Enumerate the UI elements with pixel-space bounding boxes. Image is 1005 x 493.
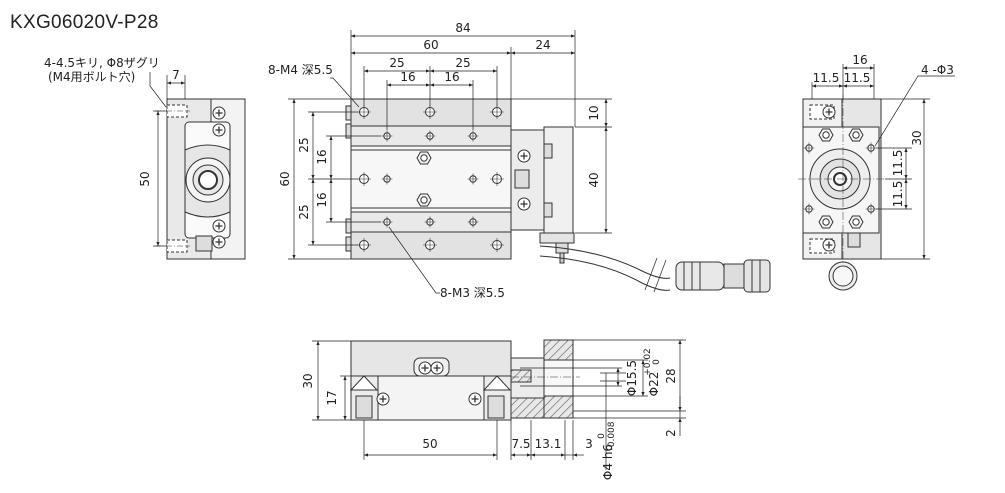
callout-m4-holes: 8-M4 深5.5 bbox=[268, 63, 333, 77]
callout-phi3-holes: 4 -Φ3 bbox=[921, 63, 954, 77]
right-screw-lower-icon bbox=[822, 238, 836, 252]
dim-top-16-lower: 16 bbox=[315, 192, 329, 207]
dim-top-25-upper: 25 bbox=[297, 137, 311, 152]
motor-cable bbox=[539, 245, 771, 293]
dim-front-13-1: 13.1 bbox=[535, 437, 562, 451]
dim-top-24: 24 bbox=[535, 38, 550, 52]
dim-top-60-vertical: 60 bbox=[278, 171, 292, 186]
front-screw-lower-right-icon bbox=[468, 392, 482, 406]
front-screw-lower-left-icon bbox=[376, 392, 390, 406]
dim-front-7-5: 7.5 bbox=[511, 437, 530, 451]
dim-front-30: 30 bbox=[301, 373, 315, 388]
dim-right-11-5-left: 11.5 bbox=[813, 71, 840, 85]
dim-left-50: 50 bbox=[138, 171, 152, 186]
left-screw-bottom-icon bbox=[212, 235, 226, 249]
right-hex-1-icon bbox=[818, 128, 834, 142]
callout-counterbore-line2: (M4用ボルト穴) bbox=[48, 69, 135, 84]
dim-top-84: 84 bbox=[455, 21, 470, 35]
dim-front-phi4-tol-upper: 0 bbox=[597, 433, 607, 439]
dim-top-25-right: 25 bbox=[455, 56, 470, 70]
dim-top-60: 60 bbox=[423, 38, 438, 52]
right-hex-4-icon bbox=[848, 215, 864, 229]
right-screw-upper-icon bbox=[822, 105, 836, 119]
dim-front-phi4: Φ4 h6 bbox=[601, 444, 615, 480]
dim-right-16: 16 bbox=[852, 53, 867, 67]
right-hex-3-icon bbox=[818, 215, 834, 229]
dim-front-28: 28 bbox=[664, 368, 678, 383]
top-view bbox=[345, 98, 575, 264]
callout-m3-holes: 8-M3 深5.5 bbox=[440, 286, 505, 300]
left-screw-upper-icon bbox=[212, 123, 226, 137]
left-screw-top-icon bbox=[212, 106, 226, 120]
dim-right-11-5-upper: 11.5 bbox=[891, 150, 905, 177]
callout-counterbore-line1: 4-4.5キリ, Φ8ザグリ bbox=[44, 56, 160, 70]
dim-left-7: 7 bbox=[172, 68, 180, 82]
front-view bbox=[349, 339, 580, 421]
left-side-view bbox=[155, 98, 246, 260]
dim-right-30: 30 bbox=[910, 130, 924, 145]
dim-front-phi4-tol-lower: -0.008 bbox=[607, 421, 617, 450]
right-hex-2-icon bbox=[848, 128, 864, 142]
dim-top-25-left: 25 bbox=[389, 56, 404, 70]
dim-front-phi22-tol-lower: 0 bbox=[652, 359, 662, 365]
dim-right-11-5-lower: 11.5 bbox=[891, 181, 905, 208]
left-screw-lower-icon bbox=[212, 219, 226, 233]
dim-front-phi22-tol-upper: +0.02 bbox=[643, 348, 653, 376]
top-hex-bolt-lower-icon bbox=[416, 193, 432, 207]
dim-front-50: 50 bbox=[422, 437, 437, 451]
dim-top-16-upper: 16 bbox=[315, 149, 329, 164]
dim-top-16-right: 16 bbox=[444, 70, 459, 84]
dim-right-11-5-right: 11.5 bbox=[844, 71, 871, 85]
drawing-title: KXG06020V-P28 bbox=[10, 12, 159, 33]
top-hex-bolt-upper-icon bbox=[416, 151, 432, 165]
dim-front-17: 17 bbox=[325, 390, 339, 405]
motor-screw-lower-icon bbox=[517, 197, 531, 211]
dim-top-right-40: 40 bbox=[587, 172, 601, 187]
dim-front-2: 2 bbox=[664, 429, 678, 437]
dim-front-phi15-5: Φ15.5 bbox=[625, 360, 639, 396]
dim-front-3: 3 bbox=[585, 437, 593, 451]
dim-top-16-left: 16 bbox=[400, 70, 415, 84]
front-screw-right-icon bbox=[430, 361, 444, 375]
dim-top-25-lower: 25 bbox=[297, 204, 311, 219]
front-screw-left-icon bbox=[418, 361, 432, 375]
right-side-view bbox=[798, 95, 885, 291]
motor-screw-upper-icon bbox=[517, 149, 531, 163]
dim-front-phi22: Φ22 bbox=[647, 372, 661, 397]
dim-top-right-10: 10 bbox=[587, 105, 601, 120]
